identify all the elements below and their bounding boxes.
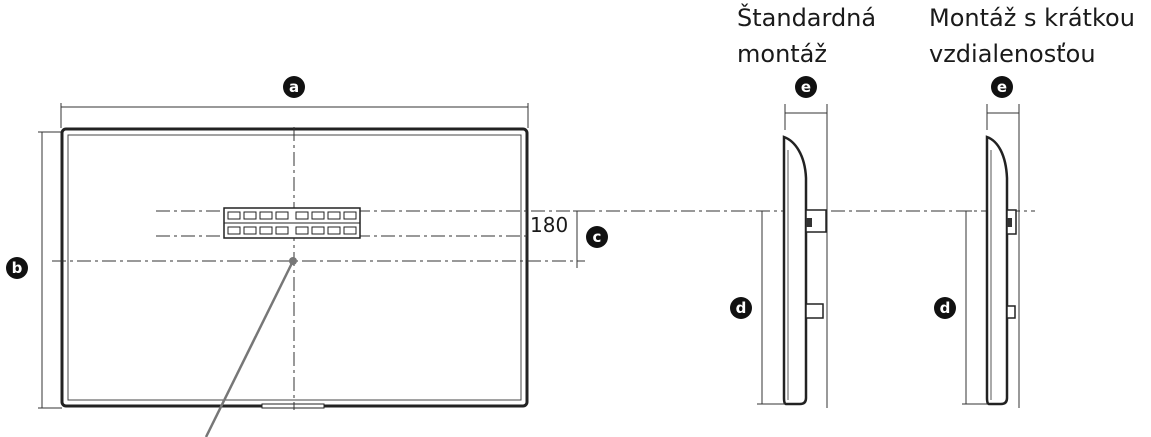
svg-text:e: e: [997, 78, 1007, 96]
badge-a: a: [283, 76, 305, 98]
short-mount-label-line1: Montáž s krátkou: [929, 4, 1135, 32]
badge-b: b: [6, 257, 28, 279]
side-view-short: Montáž s krátkou vzdialenosťou e d: [929, 4, 1135, 408]
dimension-180: 180: [530, 213, 568, 237]
front-view: a b 180 c: [6, 76, 1035, 437]
badge-e-standard: e: [795, 76, 817, 98]
svg-text:d: d: [736, 299, 747, 317]
svg-text:c: c: [593, 228, 602, 246]
svg-text:b: b: [12, 259, 23, 277]
tv-side-profile-standard: [782, 135, 808, 406]
side-view-standard: Štandardná montáž e d: [730, 2, 876, 408]
tv-side-profile-short: [985, 135, 1009, 406]
svg-text:a: a: [289, 78, 299, 96]
svg-text:d: d: [940, 299, 951, 317]
short-mount-label-line2: vzdialenosťou: [929, 40, 1096, 68]
standard-mount-label-line1: Štandardná: [737, 2, 876, 32]
wall-mount-bracket: [223, 207, 361, 239]
badge-d-standard: d: [730, 297, 752, 319]
badge-c: c: [586, 226, 608, 248]
svg-text:e: e: [801, 78, 811, 96]
badge-e-short: e: [991, 76, 1013, 98]
standard-mount-label-line2: montáž: [737, 40, 827, 68]
badge-d-short: d: [934, 297, 956, 319]
